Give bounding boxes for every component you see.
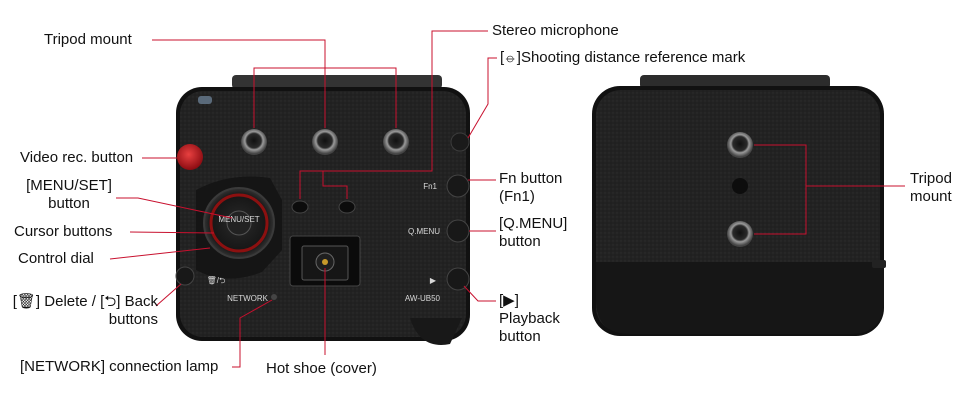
label-play-line2: Playback [499,310,560,327]
label-delete-back-line2: buttons [108,311,158,328]
fn1-button[interactable] [446,174,470,198]
label-video-rec-button: Video rec. button [20,149,134,166]
label-playback-button: [▶] Playback button [499,292,560,346]
line-delete-back [155,283,182,307]
delete-back-button[interactable] [175,266,195,286]
label-menu-set: [MENU/SET] button [14,177,124,213]
line-playback [463,285,496,302]
line-network [232,299,273,368]
label-tripod-right-line2: mount [910,188,952,205]
line-tripod-mount [152,39,397,128]
label-menu-set-line1: [MENU/SET] [26,177,112,194]
line-distance-mark [467,57,497,139]
qmenu-button[interactable] [446,219,470,243]
playback-button[interactable] [446,267,470,291]
leader-lines [109,30,905,368]
label-cursor-buttons: Cursor buttons [14,223,113,240]
line-control-dial [109,247,211,260]
camera-left: MENU/SET Fn1 Q.MENU ▶ 🗑/⮌ NETWORK AW-UB5… [175,75,470,345]
label-qmenu-line2: button [499,233,541,250]
menu-set-marking: MENU/SET [218,215,259,224]
label-network-lamp: [NETWORK] connection lamp [20,358,219,375]
label-fn-button: Fn button (Fn1) [499,170,562,206]
camera-right [592,75,886,336]
label-delete-back: [🗑] Delete / [⮌] Back buttons [0,293,158,329]
network-marking: NETWORK [227,294,269,303]
delete-back-marking: 🗑/⮌ [207,276,226,285]
label-fn-line1: Fn button [499,170,563,187]
tripod-screw-right-top [727,132,753,158]
model-marking: AW-UB50 [405,294,441,303]
line-stereo-mic [299,30,488,199]
label-control-dial: Control dial [18,250,94,267]
label-stereo-microphone: Stereo microphone [492,22,619,39]
label-shooting-distance-mark: [⦵]Shooting distance reference mark [500,49,746,66]
label-fn-line2: (Fn1) [499,188,535,205]
label-play-line3: button [499,328,541,345]
tripod-screw-2 [312,129,338,155]
tripod-screw-1 [241,129,267,155]
label-tripod-mount: Tripod mount [44,31,132,48]
line-tripod-right [754,144,905,235]
label-tripod-mount-right: Tripod mount [910,170,952,206]
label-qmenu-button: [Q.MENU] button [499,215,567,251]
play-marking: ▶ [430,276,437,285]
tripod-screw-3 [383,129,409,155]
line-cursor [129,231,215,234]
video-rec-button[interactable] [177,144,203,170]
label-menu-set-line2: button [48,195,90,212]
fn1-marking: Fn1 [423,182,437,191]
label-tripod-right-line1: Tripod [910,170,952,187]
label-qmenu-line1: [Q.MENU] [499,215,568,232]
line-menu-set [116,197,233,219]
menu-set-button[interactable] [226,210,252,236]
network-lamp [271,294,277,300]
qmenu-marking: Q.MENU [408,227,440,236]
label-play-line1: [▶] [499,292,519,309]
label-hot-shoe: Hot shoe (cover) [266,360,377,377]
label-delete-back-line1: [🗑] Delete / [⮌] Back [12,293,158,310]
tripod-screw-right-bottom [727,221,753,247]
